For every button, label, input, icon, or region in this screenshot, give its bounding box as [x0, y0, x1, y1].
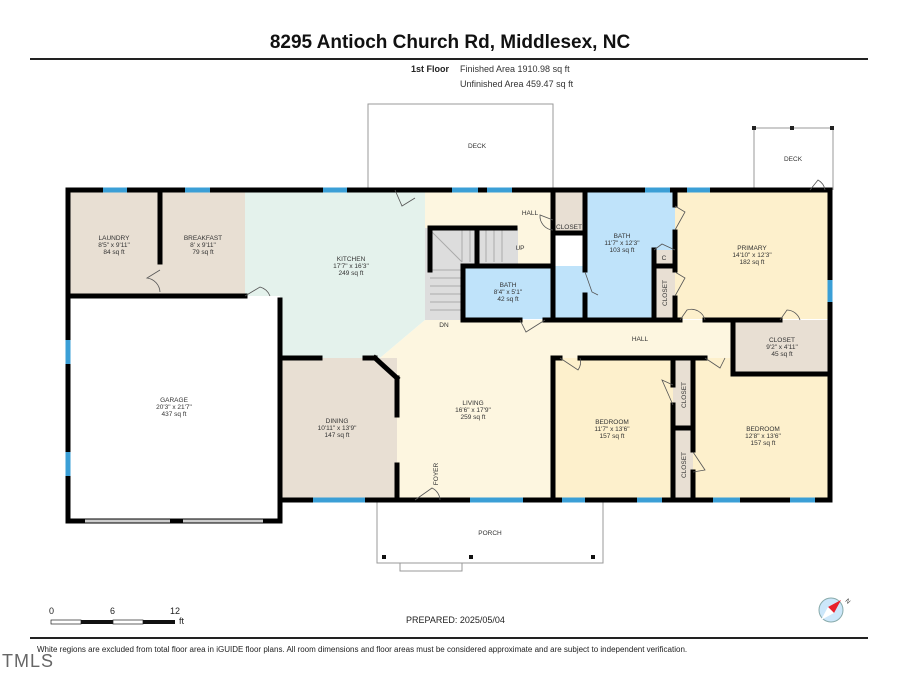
bath-small-area: 42 sq ft — [497, 296, 519, 303]
garage-dims: 20'3" x 21'7" — [156, 404, 192, 411]
finished-area: Finished Area 1910.98 sq ft — [460, 64, 570, 74]
scale-unit: ft — [179, 616, 185, 626]
deck-right-label: DECK — [784, 156, 803, 163]
closet-hall-name: CLOSET — [769, 337, 795, 344]
prepared-date: PREPARED: 2025/05/04 — [406, 615, 505, 625]
room-garage — [68, 296, 280, 521]
closet-top-label: CLOSET — [556, 224, 582, 231]
bedroom-2-name: BEDROOM — [746, 426, 780, 433]
room-closet-hall — [733, 320, 830, 374]
primary-name: PRIMARY — [737, 245, 767, 252]
kitchen-area: 249 sq ft — [339, 270, 364, 277]
room-bedroom-1 — [553, 358, 673, 500]
unfinished-area: Unfinished Area 459.47 sq ft — [460, 79, 574, 89]
bedroom-1-area: 157 sq ft — [600, 433, 625, 440]
laundry-dims: 8'5" x 9'11" — [98, 242, 130, 249]
room-primary — [675, 190, 830, 319]
room-kitchen — [245, 190, 425, 358]
garage-area: 437 sq ft — [162, 411, 187, 418]
bath-main-name: BATH — [614, 233, 631, 240]
page-title: 8295 Antioch Church Rd, Middlesex, NC — [269, 32, 631, 53]
closet-bed-upper-label: CLOSET — [681, 382, 688, 408]
laundry-name: LAUNDRY — [99, 235, 131, 242]
compass-icon: N — [818, 597, 851, 623]
stairs-up-label: UP — [515, 245, 524, 252]
floor-label: 1st Floor — [411, 64, 450, 74]
hall-main-label: HALL — [632, 336, 649, 343]
room-bedroom-2 — [693, 374, 830, 500]
closet-bed-lower-label: CLOSET — [681, 452, 688, 478]
scale-tick-12: 12 — [170, 606, 181, 616]
foyer-label: FOYER — [433, 463, 440, 486]
deck-main-label: DECK — [468, 143, 487, 150]
svg-text:N: N — [844, 598, 851, 605]
room-hall-top — [425, 190, 555, 230]
bath-small-name: BATH — [500, 282, 517, 289]
closet-primary-label: CLOSET — [662, 280, 669, 306]
dining-area: 147 sq ft — [325, 432, 350, 439]
mls-logo: TMLS — [2, 651, 55, 671]
room-bath-small — [463, 266, 553, 319]
primary-dims: 14'10" x 12'3" — [732, 252, 772, 259]
living-name: LIVING — [462, 400, 483, 407]
bedroom-2-area: 157 sq ft — [751, 440, 776, 447]
closet-hall-area: 45 sq ft — [771, 351, 793, 358]
bedroom-1-name: BEDROOM — [595, 419, 629, 426]
room-breakfast — [160, 190, 245, 296]
bath-main-area: 103 sq ft — [610, 247, 635, 254]
closet-c-label: C — [662, 255, 667, 262]
closet-hall-dims: 9'2" x 4'11" — [766, 344, 798, 351]
breakfast-dims: 8' x 9'11" — [190, 242, 216, 249]
scale-tick-6: 6 — [110, 606, 116, 616]
bath-small-dims: 8'4" x 5'1" — [494, 289, 523, 296]
bedroom-1-dims: 11'7" x 13'6" — [594, 426, 630, 433]
porch — [376, 499, 604, 564]
dining-dims: 10'11" x 13'9" — [318, 425, 357, 432]
room-closet-top — [555, 190, 585, 233]
breakfast-name: BREAKFAST — [184, 235, 222, 242]
laundry-area: 84 sq ft — [103, 249, 125, 256]
room-living — [380, 320, 733, 500]
scale-tick-0: 0 — [49, 606, 55, 616]
room-laundry — [68, 190, 160, 296]
scale-bar — [50, 619, 175, 625]
living-area: 259 sq ft — [461, 414, 486, 421]
garage-name: GARAGE — [160, 397, 188, 404]
dining-name: DINING — [326, 418, 349, 425]
title-divider — [30, 58, 868, 60]
deck-main — [367, 103, 554, 191]
stairs-down-label: DN — [439, 322, 449, 329]
living-dims: 16'6" x 17'9" — [455, 407, 491, 414]
kitchen-name: KITCHEN — [337, 256, 366, 263]
kitchen-dims: 17'7" x 16'3" — [333, 263, 369, 270]
hall-top-label: HALL — [522, 210, 539, 217]
disclaimer: White regions are excluded from total fl… — [37, 645, 688, 654]
porch-label: PORCH — [478, 530, 502, 537]
bath-main-dims: 11'7" x 12'3" — [604, 240, 640, 247]
breakfast-area: 79 sq ft — [192, 249, 214, 256]
bedroom-2-dims: 12'8" x 13'6" — [745, 433, 781, 440]
primary-area: 182 sq ft — [740, 259, 765, 266]
